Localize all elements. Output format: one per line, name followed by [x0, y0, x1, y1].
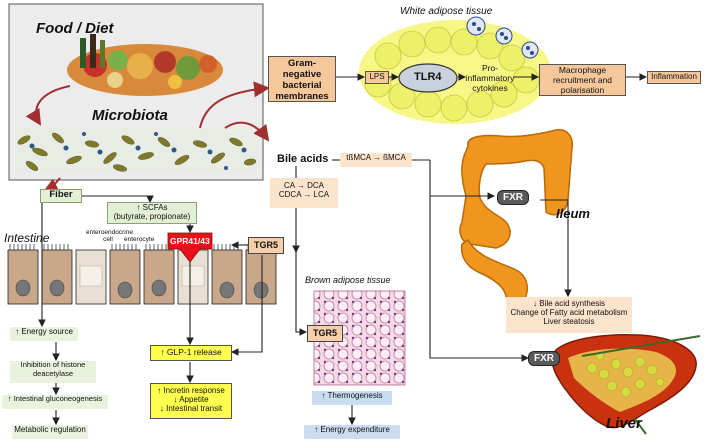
ileum-illustration	[459, 128, 574, 307]
scfas-box: ↑ SCFAs (butyrate, propionate)	[107, 202, 197, 224]
glp1-effects-box: ↑ Incretin response ↓ Appetite ↓ Intesti…	[150, 383, 232, 419]
gpr-label: GPR41/43	[170, 236, 210, 246]
gram-negative-box: Gram-negative bacterial membranes	[268, 56, 336, 102]
liver-illustration	[551, 334, 701, 435]
energy-expenditure-box: ↑ Energy expenditure	[304, 425, 400, 439]
bile-acids-label: Bile acids	[277, 153, 329, 165]
food-to-microbiota-arrow	[25, 85, 71, 126]
thermogenesis-box: ↑ Thermogenesis	[312, 391, 392, 405]
tlr4-label: TLR4	[414, 71, 442, 83]
microbiota-label: Microbiota	[92, 107, 168, 124]
glp1-box: ↑ GLP-1 release	[150, 345, 232, 361]
intestine-label: Intestine	[4, 231, 50, 245]
glp1-effect-2: ↓ Appetite	[173, 395, 209, 405]
gluconeogenesis-box: ↑ Intestinal gluconeogenesis	[2, 394, 108, 409]
enteroendocrine-label: enteroendocrine cell	[86, 229, 133, 244]
white-adipose-label: White adipose tissue	[400, 6, 493, 17]
inflammation-box: Inflammation	[647, 71, 701, 84]
liver-effect-3: Liver steatosis	[543, 317, 595, 327]
scfas-line1: ↑ SCFAs	[136, 203, 168, 212]
lps-box: LPS	[365, 71, 389, 84]
tgr5-intestine-box: TGR5	[248, 237, 284, 254]
liver-effect-2: Change of Fatty acid metabolism	[510, 308, 628, 318]
energy-source-box: ↑ Energy source	[10, 327, 78, 341]
tgr5-bat-box: TGR5	[307, 325, 343, 342]
scfas-line2: (butyrate, propionate)	[113, 212, 191, 222]
brown-adipose-label: Brown adipose tissue	[305, 275, 391, 285]
microbiota-illustration	[16, 128, 258, 172]
microbiota-to-gram-arrow	[199, 81, 270, 129]
ileum-label: Ileum	[556, 206, 590, 221]
fiber-box: Fiber	[40, 189, 82, 203]
ca-dca-label: CA → DCA	[283, 181, 324, 190]
enterocyte-label: enterocyte	[124, 236, 155, 243]
gpr-receptor-shape	[167, 232, 213, 263]
pro-inflammatory-label: Pro-inflammatory cytokines	[465, 63, 515, 93]
glp1-effect-1: ↑ Incretin response	[157, 386, 225, 395]
histone-box: Inhibition of histone deacetylase	[10, 360, 96, 383]
metabolic-regulation-box: Metabolic regulation	[12, 425, 88, 439]
liver-label: Liver	[606, 415, 642, 432]
deconjugation-box: CA → DCA CDCA → LCA	[270, 178, 338, 208]
microbiota-to-bile-arrow	[224, 121, 270, 142]
food-illustration	[67, 34, 223, 96]
intestine-epithelium	[6, 244, 306, 308]
liver-effects-box: ↓ Bile acid synthesis Change of Fatty ac…	[506, 297, 632, 333]
tbmca-box: tßMCA → ßMCA	[340, 153, 412, 167]
food-diet-label: Food / Diet	[36, 20, 114, 37]
liver-effect-1: ↓ Bile acid synthesis	[532, 299, 606, 308]
fxr-liver-label: FXR	[528, 351, 560, 366]
food-panel	[8, 3, 264, 181]
cdca-lca-label: CDCA → LCA	[278, 190, 330, 200]
fxr-ileum-label: FXR	[497, 190, 529, 205]
macrophage-box: Macrophage recruitment and polarisation	[539, 64, 626, 96]
glp1-effect-3: ↓ Intestinal transit	[159, 404, 223, 414]
